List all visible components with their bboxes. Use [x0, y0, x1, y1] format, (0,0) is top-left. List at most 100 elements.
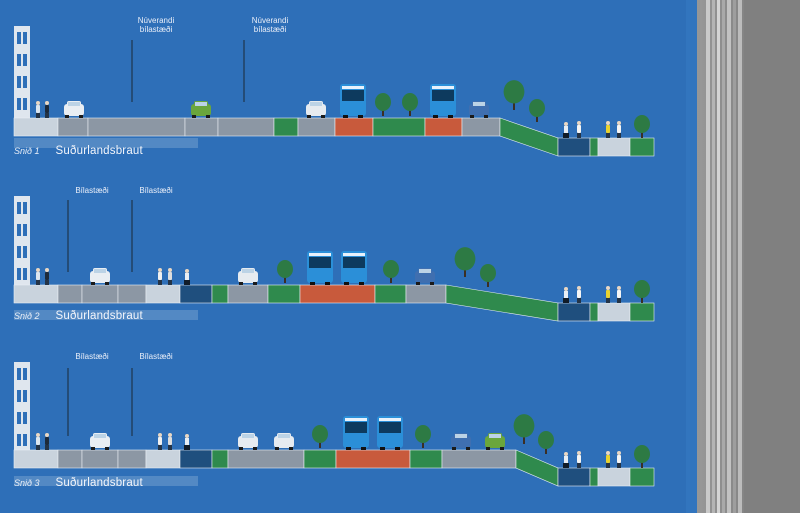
street-segment	[557, 137, 591, 157]
pedestrian-figure	[617, 290, 621, 298]
building-window	[17, 32, 21, 44]
street-segment	[374, 284, 407, 304]
car-window	[195, 102, 207, 106]
building-window	[23, 246, 27, 258]
bus-windshield	[345, 422, 367, 433]
pedestrian-figure	[36, 445, 40, 450]
car	[485, 436, 505, 448]
pedestrian-figure	[158, 445, 162, 450]
building-window	[17, 202, 21, 214]
car	[469, 104, 489, 116]
car-wheel	[79, 115, 83, 118]
street-segment	[211, 284, 229, 304]
car-wheel	[484, 115, 488, 118]
street-segment	[179, 284, 213, 304]
bus-sign	[343, 253, 365, 256]
bus-sign	[309, 253, 331, 256]
street-segment	[629, 137, 655, 157]
cyclist-figure	[184, 445, 190, 450]
pedestrian-figure	[606, 133, 610, 138]
pedestrian-figure	[577, 133, 581, 138]
pedestrian-figure	[36, 268, 40, 272]
car-wheel	[253, 447, 257, 450]
building-window	[23, 76, 27, 88]
cyclist-figure	[564, 291, 568, 298]
bus-sign	[342, 86, 364, 89]
building-window	[23, 368, 27, 380]
pedestrian-figure	[158, 268, 162, 272]
car-wheel	[275, 447, 279, 450]
car-window	[68, 102, 80, 106]
pedestrian-figure	[36, 280, 40, 285]
car-wheel	[416, 282, 420, 285]
pedestrian-figure	[168, 445, 172, 450]
building	[14, 362, 30, 450]
car	[274, 436, 294, 448]
street-segment	[145, 284, 181, 304]
pedestrian-figure	[577, 125, 581, 133]
building-window	[17, 54, 21, 66]
bus-sign	[432, 86, 454, 89]
street-segment	[87, 117, 186, 137]
pedestrian-figure	[45, 268, 49, 272]
car-window	[242, 269, 254, 273]
car-wheel	[289, 447, 293, 450]
pedestrian-figure	[168, 280, 172, 285]
cross-section-2	[13, 196, 655, 322]
car	[90, 271, 110, 283]
building-window	[17, 246, 21, 258]
cyclist-figure	[563, 463, 569, 468]
car-window	[94, 434, 106, 438]
tree-canopy	[454, 247, 476, 271]
street-segment	[57, 449, 83, 469]
pedestrian-figure	[168, 268, 172, 272]
bus-wheel	[325, 282, 330, 285]
pedestrian-figure	[36, 437, 40, 445]
pedestrian-figure	[168, 437, 172, 445]
street-segment	[629, 302, 655, 322]
car-wheel	[452, 447, 456, 450]
street-segment	[334, 117, 374, 137]
pedestrian-figure	[158, 437, 162, 445]
cyclist-figure	[564, 122, 568, 126]
street-segment	[81, 449, 119, 469]
pedestrian-figure	[577, 121, 581, 125]
building-window	[23, 434, 27, 446]
street-segment	[557, 302, 591, 322]
street-segment	[441, 449, 517, 469]
bus-windshield	[379, 422, 401, 433]
building-window	[17, 98, 21, 110]
pedestrian-figure	[617, 455, 621, 463]
car-wheel	[105, 447, 109, 450]
pedestrian-figure	[45, 433, 49, 437]
bus-wheel	[359, 282, 364, 285]
tree-canopy	[312, 425, 328, 443]
bus-wheel	[395, 447, 400, 450]
title-band	[14, 138, 198, 148]
pedestrian-figure	[45, 445, 49, 450]
pedestrian-figure	[158, 272, 162, 280]
pedestrian-figure	[168, 272, 172, 280]
building-window	[17, 390, 21, 402]
building-window	[17, 412, 21, 424]
pedestrian-figure	[36, 101, 40, 105]
car	[64, 104, 84, 116]
tree-trunk	[523, 431, 525, 444]
car-wheel	[91, 447, 95, 450]
cross-section-1	[13, 26, 655, 157]
bus-windshield	[342, 90, 364, 101]
car-wheel	[307, 115, 311, 118]
street-segment	[184, 117, 219, 137]
car-window	[489, 434, 501, 438]
street-segment	[57, 117, 89, 137]
street-segment	[297, 117, 336, 137]
pedestrian-figure	[36, 105, 40, 113]
bus-wheel	[358, 115, 363, 118]
street-segment	[117, 449, 147, 469]
bus-wheel	[433, 115, 438, 118]
pedestrian-figure	[45, 101, 49, 105]
pedestrian-figure	[36, 272, 40, 280]
car	[191, 104, 211, 116]
tree-canopy	[383, 260, 399, 278]
tree-canopy	[277, 260, 293, 278]
